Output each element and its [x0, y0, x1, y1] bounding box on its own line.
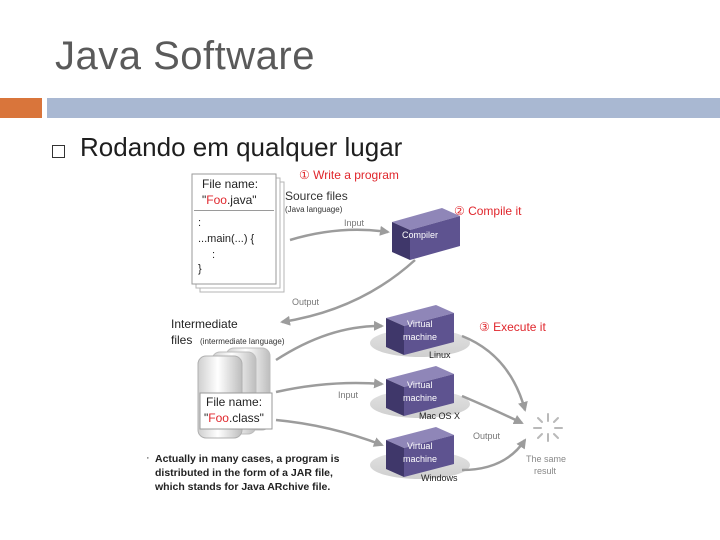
code-line: :: [198, 217, 201, 229]
title-accent-bar: [0, 98, 42, 118]
vm-box-mac: Virtual machine Mac OS X: [370, 366, 470, 421]
note-line: Actually in many cases, a program is: [155, 453, 340, 465]
input-label: Input: [338, 390, 359, 400]
source-files-label: Source files: [285, 189, 348, 203]
source-quote: ": [202, 193, 206, 207]
code-line: :: [212, 249, 215, 261]
os-mac-label: Mac OS X: [419, 411, 460, 421]
vm-label: machine: [403, 393, 437, 403]
intermediate-label: Intermediate: [171, 317, 238, 331]
os-windows-label: Windows: [421, 473, 458, 483]
source-file-label: File name:: [202, 177, 258, 191]
vm-label: Virtual: [407, 319, 432, 329]
os-linux-label: Linux: [429, 350, 451, 360]
source-file-name: Foo: [206, 193, 227, 207]
vm-label: Virtual: [407, 380, 432, 390]
step2-label: ② Compile it: [454, 204, 522, 218]
intermediate-language-label: (intermediate language): [200, 337, 285, 346]
vm-label: machine: [403, 454, 437, 464]
vm-box-linux: Virtual machine Linux: [370, 305, 470, 360]
note-line: which stands for Java ARchive file.: [154, 481, 330, 493]
class-file-name: Foo: [208, 411, 229, 425]
note-bullet: ·: [146, 452, 150, 464]
slide-title: Java Software: [55, 34, 315, 78]
same-result-label: The same: [526, 454, 566, 464]
source-file-doc: File name: "Foo.java" : ...main(...) { :…: [191, 173, 285, 293]
input-label: Input: [344, 218, 365, 228]
output-arrow-mac: [461, 394, 524, 425]
input-arrow-windows: [275, 418, 384, 447]
code-line: ...main(...) {: [198, 233, 255, 245]
compiler-label: Compiler: [402, 230, 438, 240]
svg-text:"Foo.java": "Foo.java": [202, 193, 257, 207]
java-language-label: (Java language): [285, 205, 343, 214]
output-arrow-linux: [461, 334, 528, 412]
bullet-square-icon: [52, 145, 65, 158]
vm-label: machine: [403, 332, 437, 342]
output-label: Output: [292, 297, 320, 307]
same-result-label: result: [534, 466, 557, 476]
intermediate-label: files: [171, 333, 192, 347]
source-file-ext: .java": [227, 193, 257, 207]
step1-label: ① Write a program: [299, 168, 399, 182]
code-line: }: [198, 263, 202, 275]
vm-label: Virtual: [407, 441, 432, 451]
output-label: Output: [473, 431, 501, 441]
title-divider-bar: [47, 98, 720, 118]
note-line: distributed in the form of a JAR file,: [155, 467, 333, 479]
svg-text:"Foo.class": "Foo.class": [204, 411, 264, 425]
class-quote: ": [204, 411, 208, 425]
class-file-label: File name:: [206, 395, 262, 409]
step3-label: ③ Execute it: [479, 320, 546, 334]
result-burst-icon: [533, 413, 563, 442]
output-arrow-windows: [461, 438, 527, 472]
input-arrow-mac: [275, 378, 384, 394]
intermediate-files-icon: File name: "Foo.class": [197, 347, 273, 439]
class-file-ext: .class": [229, 411, 264, 425]
input-arrow: [289, 225, 390, 242]
compiler-box: Compiler: [392, 208, 460, 260]
bullet-text: Rodando em qualquer lugar: [80, 132, 403, 162]
output-arrow: [280, 259, 416, 326]
input-arrow-linux: [275, 320, 384, 362]
vm-box-windows: Virtual machine Windows: [370, 427, 470, 483]
